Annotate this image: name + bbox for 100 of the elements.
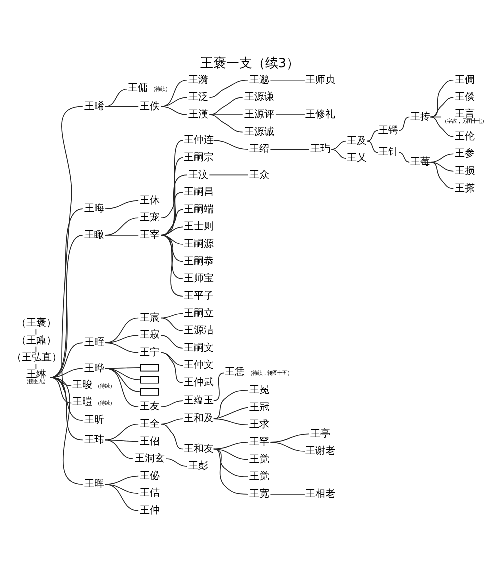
node-text: 王嗣端: [184, 204, 214, 215]
connector: [213, 442, 249, 450]
node-box: [140, 364, 160, 372]
node-text: 王佖: [140, 470, 160, 482]
node-text: 王仲: [140, 505, 160, 516]
connector: [105, 484, 139, 511]
connector: [105, 88, 128, 107]
node-text: 王仲武: [184, 377, 214, 388]
node-text: 王晔: [84, 362, 104, 374]
connector: [276, 114, 306, 115]
node-text: 王谢老: [306, 446, 336, 457]
node-text: 王宽: [250, 488, 270, 500]
node-text: 王抟: [410, 111, 430, 122]
node-text: 王平子: [184, 290, 214, 302]
connector: [50, 106, 84, 390]
node-text: 王冕: [250, 384, 270, 396]
connector: [105, 368, 139, 407]
connector: [160, 352, 184, 383]
connector: [166, 458, 188, 466]
node-text: 王嗣立: [184, 308, 214, 319]
connector: [209, 174, 249, 176]
connector: [105, 217, 139, 236]
connector: [160, 106, 188, 115]
node-text: 王傭: [128, 82, 148, 94]
node-text: 王觉: [250, 454, 270, 465]
node-text: （王褒）: [16, 318, 57, 329]
connector: [50, 376, 84, 421]
node-text: 王玮: [84, 434, 104, 446]
node-text: 王源诚: [244, 126, 275, 138]
node-text: 王冠: [250, 402, 270, 413]
node-text: 王晙: [72, 379, 92, 390]
connector: [105, 317, 139, 343]
node-text: 王罕: [250, 436, 270, 448]
node-text: 王源评: [244, 109, 275, 120]
connector: [160, 400, 184, 407]
node-text: 王师贞: [306, 74, 336, 86]
node-text: （王鼒）: [16, 334, 57, 346]
connector: [160, 192, 184, 236]
connector: [50, 376, 84, 485]
node-text: 王仲文: [184, 360, 214, 371]
node-text: 王宰: [140, 230, 160, 240]
node-text: 王仲连: [184, 134, 214, 146]
node-text: 王士则: [184, 221, 214, 232]
connector: [105, 342, 139, 353]
connector: [270, 148, 310, 150]
node-text: 王洞玄: [135, 453, 166, 464]
node-text: 王伦: [455, 130, 476, 142]
node-text: 王漢: [188, 109, 209, 120]
connector: [430, 153, 454, 162]
node-text: 王晦: [84, 203, 104, 214]
node-text: 王暟: [72, 396, 92, 408]
connector: [270, 442, 306, 452]
connector: [213, 140, 249, 150]
node-text: 王晞: [84, 100, 104, 112]
connector: [160, 418, 184, 424]
connector: [213, 448, 249, 494]
connector: [105, 368, 140, 380]
connector: [105, 334, 139, 343]
connector: [105, 234, 139, 236]
connector: [50, 376, 72, 404]
connector: [270, 79, 306, 80]
connector: [430, 96, 454, 118]
node-text: 王嗣源: [184, 238, 214, 250]
node-text: 王晊: [84, 337, 104, 348]
connector: [160, 317, 184, 331]
connector: [398, 152, 410, 162]
node-text: 王嗣宗: [184, 152, 214, 163]
connector: [160, 334, 184, 348]
connector: [160, 208, 184, 236]
connector: [213, 372, 225, 401]
node-text: 王绍: [250, 144, 270, 155]
node-text: 王求: [250, 419, 270, 430]
connector: [331, 140, 347, 150]
node-text: 王觉: [250, 471, 270, 482]
connector: [50, 208, 84, 378]
connector: [160, 352, 184, 366]
node-text: 王綝: [26, 368, 46, 380]
connector: [105, 423, 139, 440]
connector: [213, 390, 249, 420]
node-text: 王及: [347, 135, 368, 146]
node-text: 王针: [378, 146, 399, 158]
connector: [430, 162, 454, 172]
node-text: （王弘直）: [12, 352, 62, 364]
node-text: 王彭: [188, 460, 209, 472]
connector: [160, 79, 188, 107]
node-text: 王泛: [188, 92, 209, 103]
node-text: 王嗣文: [184, 342, 214, 354]
node-text: 王莓: [410, 156, 430, 168]
node-text: 王众: [250, 169, 270, 180]
node-text: 王修礼: [306, 109, 336, 120]
connector: [209, 114, 244, 115]
node-text: 王佶: [140, 488, 160, 499]
node-box: [140, 388, 160, 396]
node-text: 王搽: [455, 182, 476, 194]
node-text: 王昕: [84, 414, 104, 426]
connector: [209, 96, 244, 115]
connector: [105, 475, 139, 485]
connector: [160, 174, 188, 236]
node-text: 王相老: [306, 488, 336, 500]
node-text: 王漪: [188, 74, 209, 86]
